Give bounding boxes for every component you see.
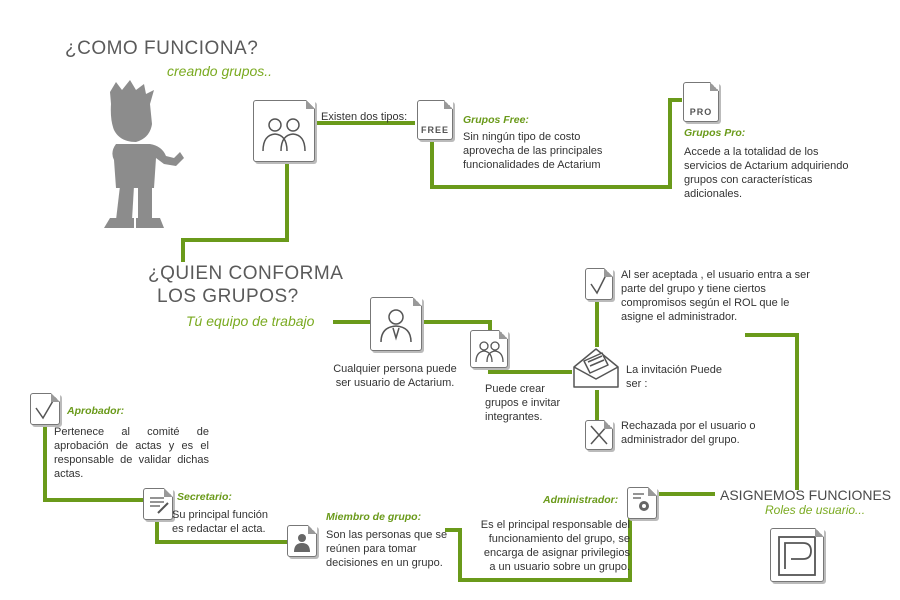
- secretary-title: Secretario:: [177, 491, 232, 503]
- team-label: Tú equipo de trabajo: [186, 313, 315, 329]
- member-title: Miembro de grupo:: [326, 511, 422, 523]
- secretary-icon: [143, 488, 173, 520]
- page-title: ¿COMO FUNCIONA?: [65, 38, 259, 59]
- can-create-text: Puede crear grupos e invitar integrantes…: [485, 383, 561, 423]
- any-person-text: Cualquier persona puede ser usuario de A…: [333, 363, 457, 389]
- role-doc-icon: [770, 528, 824, 582]
- members-title-line1: ¿QUIEN CONFORMA: [148, 263, 344, 284]
- member-desc: Son las personas que se reúnen para toma…: [326, 529, 448, 569]
- reject-icon: [585, 420, 613, 450]
- group-icon: [253, 100, 315, 162]
- roles-title: ASIGNEMOS FUNCIONES: [720, 487, 892, 503]
- page-subtitle: creando grupos..: [167, 63, 273, 79]
- rejected-text: Rechazada por el usuario o administrador…: [621, 420, 756, 446]
- admin-title: Administrador:: [543, 494, 619, 506]
- person-silhouette-icon: [104, 80, 184, 228]
- pro-title: Grupos Pro:: [684, 127, 746, 139]
- types-intro: Existen dos tipos:: [321, 111, 408, 123]
- check-icon: [585, 268, 613, 300]
- secretary-desc: Su principal función es redactar el acta…: [172, 509, 269, 535]
- free-title: Grupos Free:: [463, 114, 529, 126]
- admin-gear-icon: [627, 487, 657, 519]
- free-doc-icon: FREE: [417, 100, 453, 140]
- free-desc: Sin ningún tipo de costo aprovecha de la…: [463, 131, 603, 171]
- member-icon: [287, 525, 317, 557]
- user-icon: [370, 297, 422, 351]
- accepted-text: Al ser aceptada , el usuario entra a ser…: [621, 269, 810, 323]
- envelope-icon: [573, 348, 619, 388]
- pro-desc: Accede a la totalidad de los servicios d…: [684, 146, 849, 200]
- approver-check-icon: [30, 393, 60, 425]
- approver-desc: Pertenece al comité de aprobación de act…: [54, 426, 209, 480]
- small-group-icon: [470, 330, 508, 368]
- admin-desc: Es el principal responsable del funciona…: [480, 519, 630, 573]
- pro-doc-icon: PRO: [683, 82, 719, 122]
- approver-title: Aprobador:: [67, 405, 125, 417]
- invitation-text: La invitación Puede ser :: [626, 364, 723, 390]
- roles-subtitle: Roles de usuario...: [765, 503, 866, 517]
- members-title-line2: LOS GRUPOS?: [157, 286, 299, 307]
